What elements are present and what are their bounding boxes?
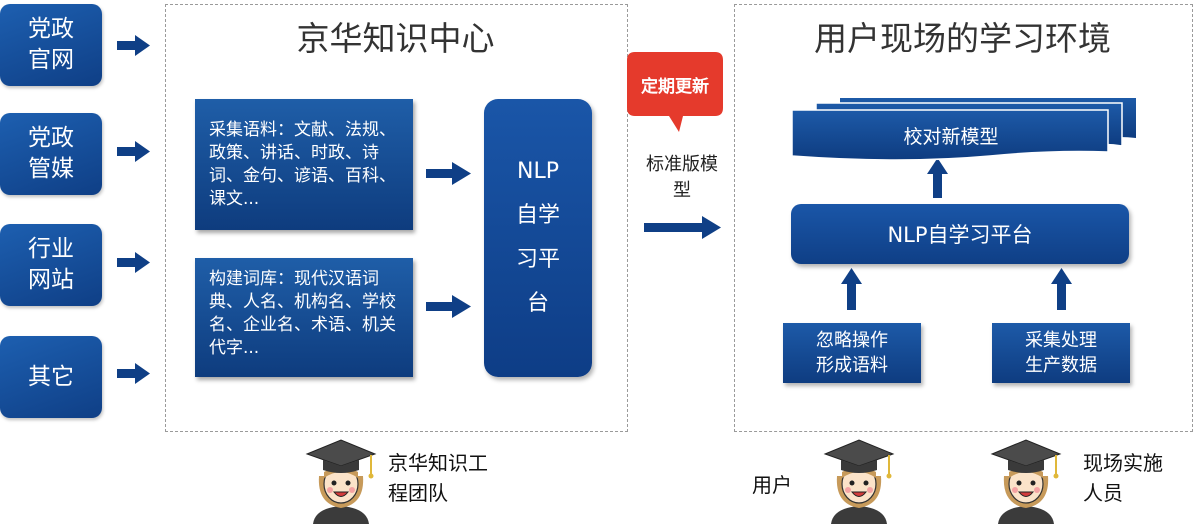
source-industry-site: 行业网站 (0, 224, 102, 306)
nlp-platform-wide: NLP自学习平台 (791, 204, 1129, 264)
bubble-text: 定期更新 (641, 77, 709, 97)
team-label: 京华知识工程团队 (388, 451, 488, 505)
source-party-media: 党政管媒 (0, 113, 102, 195)
lexicon-text: 构建词库：现代汉语词典、人名、机构名、学校名、企业名、术语、机关代字... (209, 269, 396, 358)
new-model-label: 校对新模型 (903, 126, 999, 148)
update-bubble (627, 52, 723, 132)
corpus-text: 采集语料：文献、法规、政策、讲话、时政、诗词、金句、谚语、百科、课文... (209, 120, 396, 209)
source-party-gov-site: 党政官网 (0, 4, 102, 86)
right-arrow-icon (426, 295, 471, 318)
panel-title: 用户现场的学习环境 (814, 19, 1111, 58)
knowledge-center-panel (165, 4, 628, 432)
ignore-operation-box: 忽略操作形成语料 (783, 323, 921, 383)
right-arrow-icon (117, 252, 150, 273)
corpus-collection-box: 采集语料：文献、法规、政策、讲话、时政、诗词、金句、谚语、百科、课文... (195, 99, 413, 230)
standard-model-label: 标准版模型 (646, 154, 718, 201)
user-environment-panel (734, 4, 1193, 432)
source-label: 党政官网 (28, 16, 74, 73)
source-other: 其它 (0, 336, 102, 418)
right-arrow-icon (117, 35, 150, 56)
collect-data-box: 采集处理生产数据 (992, 323, 1130, 383)
source-label: 行业网站 (28, 236, 74, 293)
up-arrow-icon (1051, 268, 1072, 310)
up-arrow-icon (927, 158, 948, 198)
panel-title: 京华知识中心 (296, 19, 495, 58)
up-arrow-icon (841, 268, 862, 310)
new-model-document-stack (791, 98, 1136, 161)
graduate-avatar-icon (823, 439, 895, 524)
right-arrow-icon (644, 216, 721, 239)
source-label: 其它 (28, 363, 74, 390)
ignore-operation-label: 忽略操作形成语料 (816, 330, 888, 376)
nlp-platform-tall: NLP自学习平台 (484, 99, 592, 377)
lexicon-box: 构建词库：现代汉语词典、人名、机构名、学校名、企业名、术语、机关代字... (195, 258, 413, 377)
collect-data-label: 采集处理生产数据 (1025, 330, 1097, 376)
implementer-label: 现场实施人员 (1083, 451, 1163, 505)
user-label: 用户 (752, 473, 792, 497)
graduate-avatar-icon (305, 439, 377, 524)
nlp-platform-label: NLP自学习平台 (515, 159, 560, 316)
source-label: 党政管媒 (28, 125, 74, 182)
graduate-avatar-icon (990, 439, 1062, 524)
right-arrow-icon (117, 363, 150, 384)
right-arrow-icon (426, 162, 471, 185)
right-arrow-icon (117, 141, 150, 162)
